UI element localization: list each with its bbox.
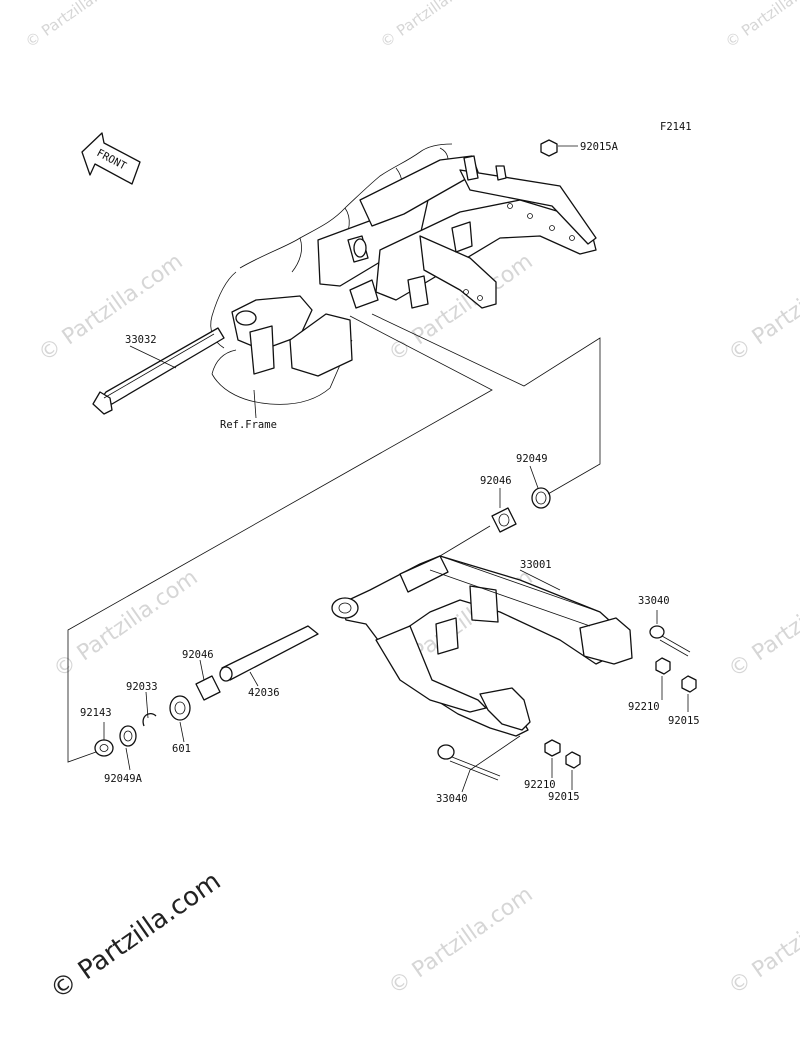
nut-92210-bottom bbox=[544, 739, 561, 757]
watermark: © Partzilla.com bbox=[377, 0, 482, 51]
pipe-42036 bbox=[221, 625, 319, 681]
label-92046-top: 92046 bbox=[480, 475, 512, 487]
nut-92015a bbox=[540, 139, 558, 157]
label-601: 601 bbox=[172, 743, 191, 755]
label-92015-bottom: 92015 bbox=[548, 791, 580, 803]
label-92033: 92033 bbox=[126, 681, 158, 693]
bearing-92046-left bbox=[195, 675, 221, 701]
nut-92015-bottom bbox=[565, 751, 581, 769]
label-33032: 33032 bbox=[125, 334, 157, 346]
collar-92143 bbox=[94, 739, 114, 757]
label-42036: 42036 bbox=[248, 687, 280, 699]
label-92143: 92143 bbox=[80, 707, 112, 719]
partzilla-watermark: © Partzilla.com bbox=[45, 866, 227, 1006]
watermark: © Partzilla.com bbox=[724, 249, 800, 367]
watermark: © Partzilla.com bbox=[384, 882, 537, 1000]
watermark: © Partzilla.com bbox=[722, 0, 800, 51]
watermark: © Partzilla.com bbox=[724, 882, 800, 1000]
circlip-92033 bbox=[142, 712, 157, 727]
label-92210-right: 92210 bbox=[628, 701, 660, 713]
label-92046-left: 92046 bbox=[182, 649, 214, 661]
label-92015a: 92015A bbox=[580, 141, 619, 153]
front-arrow: FRONT bbox=[81, 132, 141, 185]
watermarks: © Partzilla.com © Partzilla.com © Partzi… bbox=[22, 0, 800, 1000]
assembly-lines bbox=[67, 313, 601, 763]
seal-92049 bbox=[531, 487, 551, 509]
nut-92015-right bbox=[681, 675, 697, 693]
label-33001: 33001 bbox=[520, 559, 552, 571]
label-92049: 92049 bbox=[516, 453, 548, 465]
watermark: © Partzilla.com bbox=[22, 0, 127, 51]
watermark: © Partzilla.com bbox=[34, 249, 187, 367]
figure-code: F2141 bbox=[660, 121, 692, 133]
swingarm bbox=[331, 555, 633, 737]
bearing-601 bbox=[169, 695, 191, 721]
frame-assembly bbox=[231, 155, 597, 377]
label-33040-right: 33040 bbox=[638, 595, 670, 607]
label-ref-frame: Ref.Frame bbox=[220, 419, 277, 431]
watermark: © Partzilla.com bbox=[724, 565, 800, 683]
nut-92210-right bbox=[655, 657, 671, 675]
pivot-shaft bbox=[92, 327, 225, 415]
label-92049a: 92049A bbox=[104, 773, 143, 785]
leader-lines bbox=[103, 145, 689, 793]
watermark: © Partzilla.com bbox=[49, 565, 202, 683]
bearing-92046-top bbox=[491, 507, 517, 533]
right-adjuster bbox=[649, 625, 697, 693]
part-labels: 92015A 33032 Ref.Frame 92049 92046 33001… bbox=[80, 141, 700, 805]
label-92210-bottom: 92210 bbox=[524, 779, 556, 791]
label-92015-right: 92015 bbox=[668, 715, 700, 727]
seal-92049a bbox=[119, 725, 137, 747]
label-33040-bottom: 33040 bbox=[436, 793, 468, 805]
bottom-adjuster bbox=[437, 739, 581, 781]
